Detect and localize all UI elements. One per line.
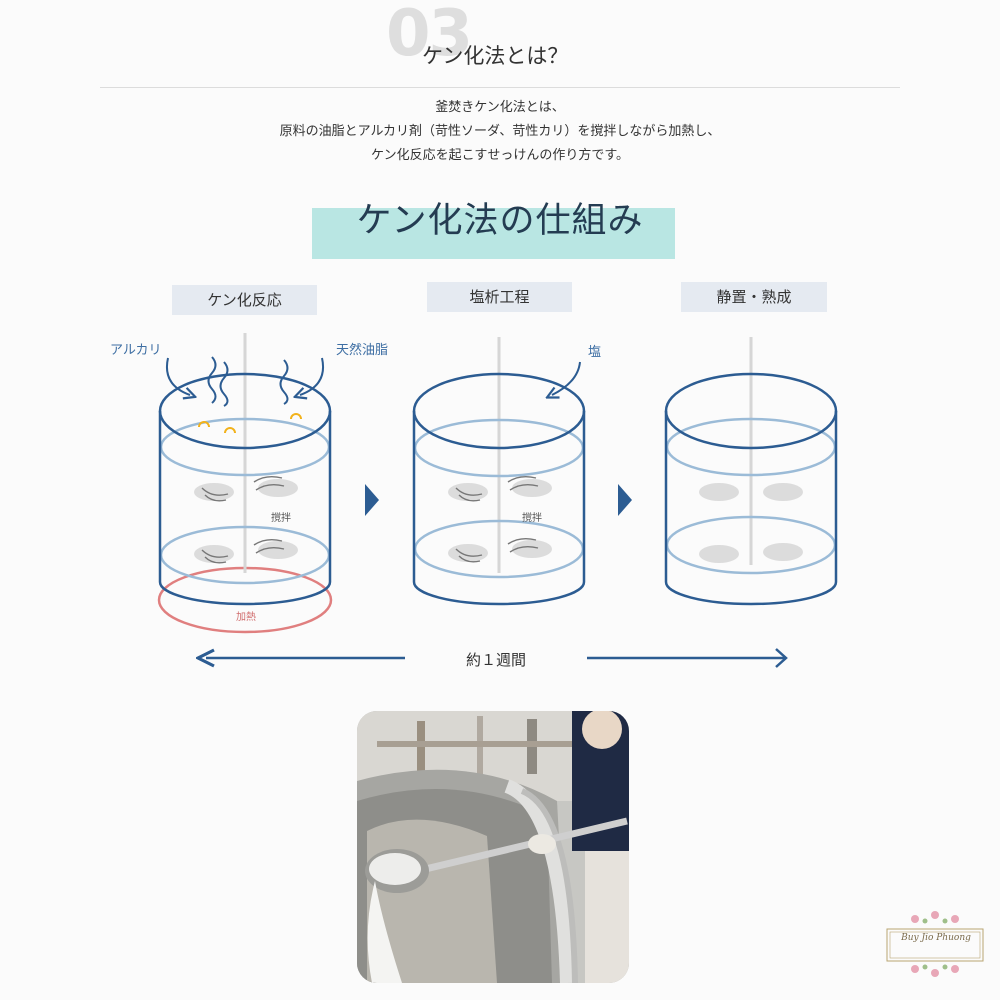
watermark-text: Buy Jio Phuong bbox=[901, 933, 971, 943]
section-title: ケン化法とは？ bbox=[422, 44, 569, 68]
intro-line: 釜焚きケン化法とは、 bbox=[435, 100, 565, 115]
stage-arrow-2 bbox=[618, 484, 632, 516]
section-number: 03 bbox=[386, 0, 473, 71]
container-saponification bbox=[157, 333, 333, 634]
duration-label: 約１週間 bbox=[466, 651, 526, 669]
label-salt: 塩 bbox=[588, 345, 601, 360]
label-stir-2: 撹拌 bbox=[522, 511, 542, 524]
diagram-title: ケン化法の仕組み bbox=[356, 201, 644, 241]
container-aging bbox=[664, 337, 838, 606]
container-salting-out bbox=[412, 337, 586, 606]
title-highlight bbox=[312, 208, 675, 259]
stage-label-saponification: ケン化反応 bbox=[172, 285, 317, 315]
label-natural-oil: 天然油脂 bbox=[336, 342, 388, 358]
stage-label-aging: 静置・熟成 bbox=[681, 282, 827, 312]
stage-label-salting-out: 塩析工程 bbox=[427, 282, 572, 312]
intro-paragraph: 釜焚きケン化法とは、 原料の油脂とアルカリ剤（苛性ソーダ、苛性カリ）を撹拌しなが… bbox=[100, 96, 900, 168]
label-stir-1: 撹拌 bbox=[271, 511, 291, 524]
label-heat: 加熱 bbox=[236, 610, 256, 623]
header-divider bbox=[100, 87, 900, 88]
soap-cauldron-photo bbox=[357, 711, 629, 983]
saponification-diagram: アルカリ 天然油脂 撹拌 加熱 塩 撹拌 bbox=[110, 333, 838, 669]
shop-logo bbox=[886, 911, 984, 977]
stage-arrow-1 bbox=[365, 484, 379, 516]
intro-line: 原料の油脂とアルカリ剤（苛性ソーダ、苛性カリ）を撹拌しながら加熱し、 bbox=[279, 124, 721, 139]
label-alkali: アルカリ bbox=[110, 343, 161, 358]
intro-line: ケン化反応を起こすせっけんの作り方です。 bbox=[370, 148, 630, 163]
